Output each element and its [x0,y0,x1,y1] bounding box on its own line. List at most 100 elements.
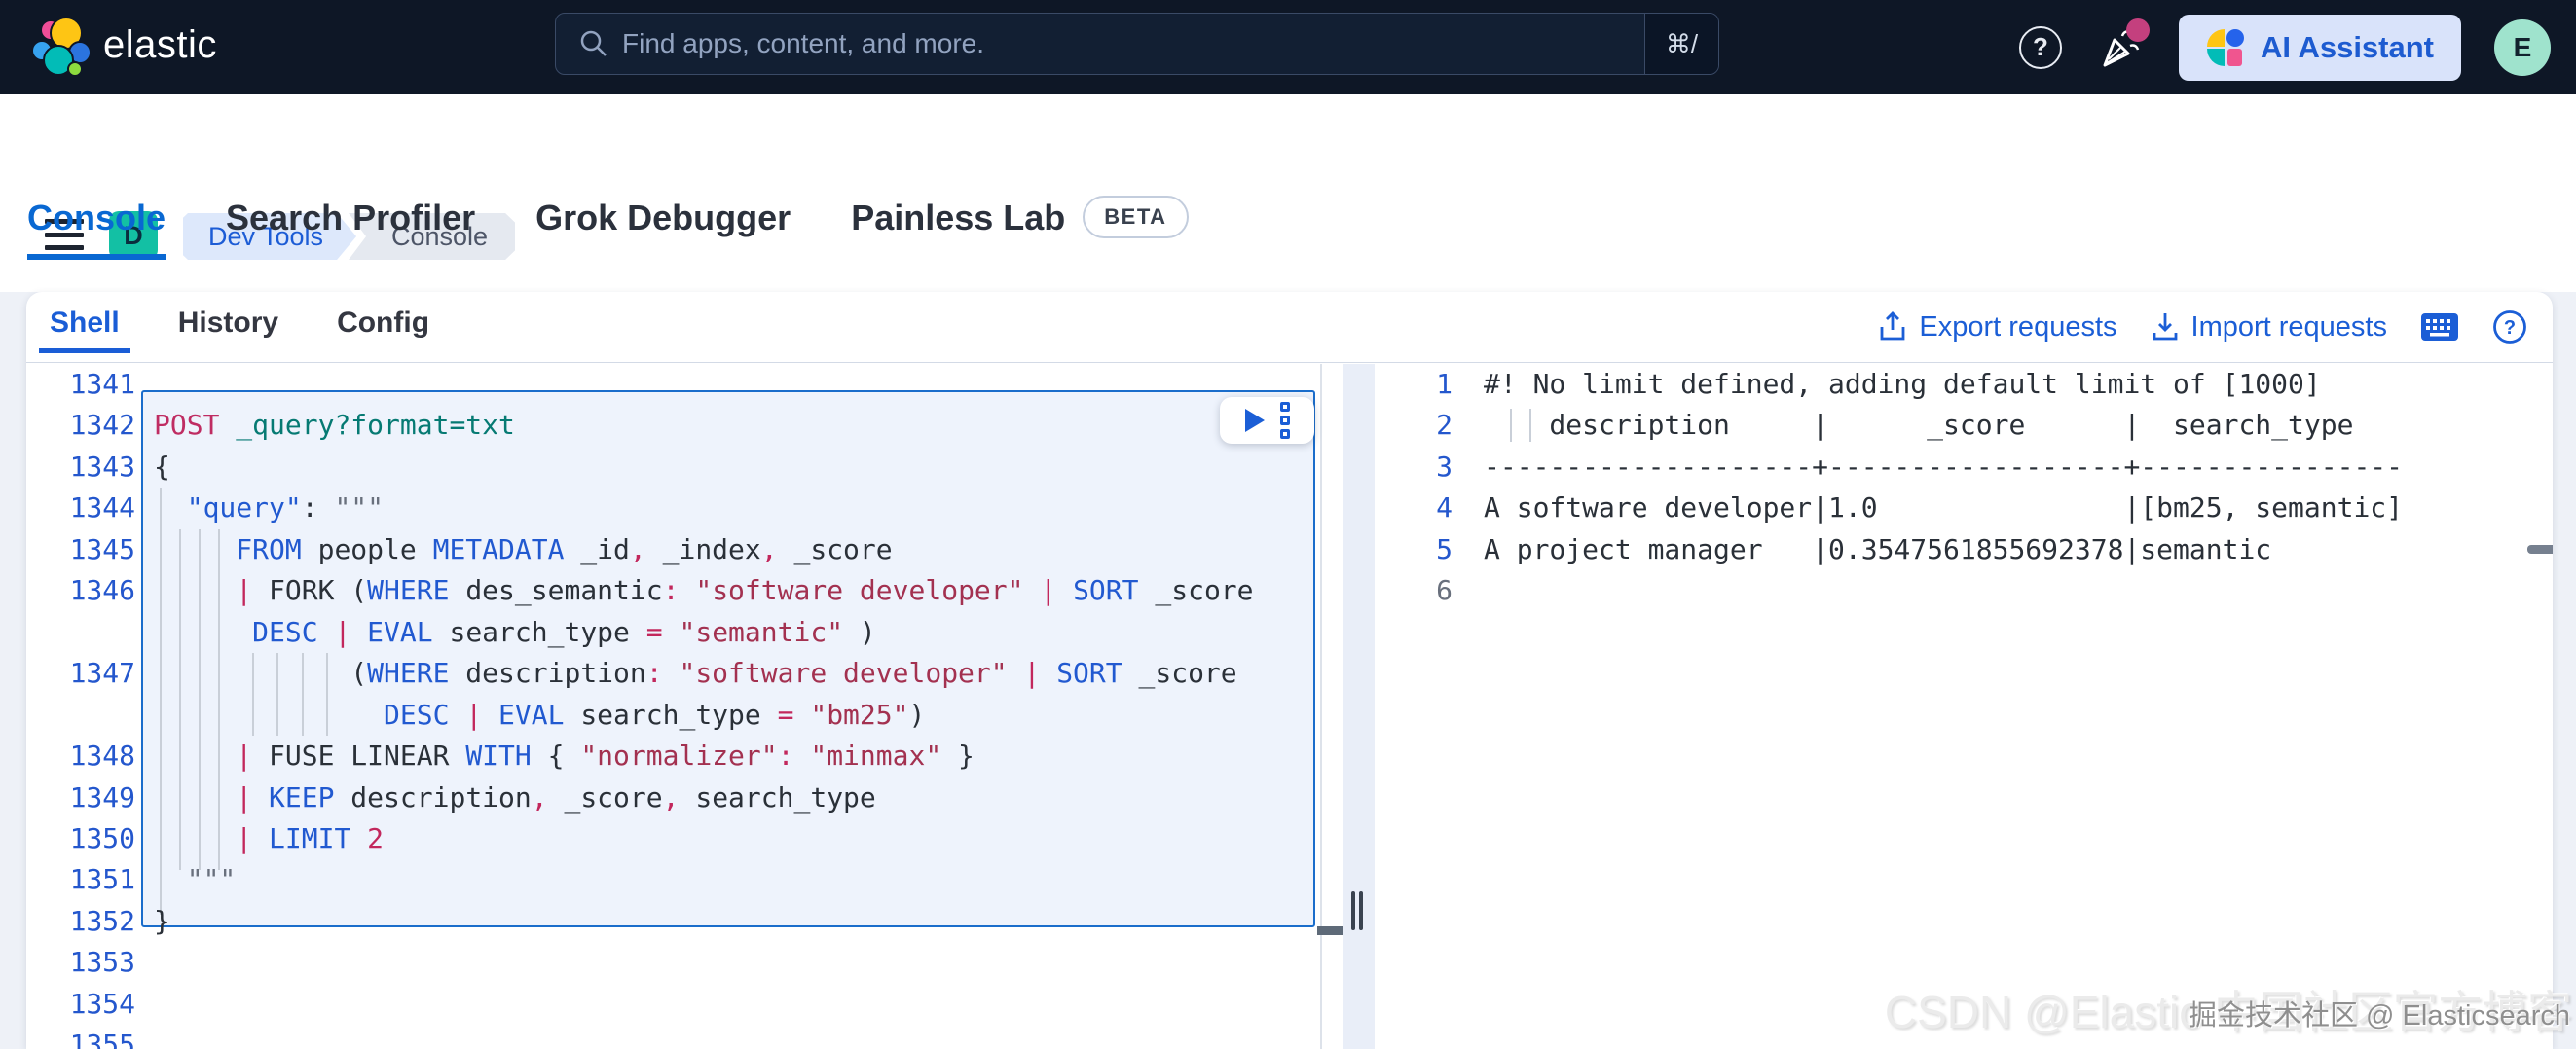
dev-tools-app-badge: D [109,211,158,260]
ai-assistant-label: AI Assistant [2260,29,2434,64]
line-number: 1345 [69,532,135,565]
selected-request-outline[interactable] [141,390,1315,927]
console-help-icon[interactable]: ? [2492,309,2527,344]
code-line[interactable]: 1346 | FORK (WHERE des_semantic: "softwa… [26,570,2553,611]
line-number: 3 [1436,450,1453,483]
line-number: 1348 [69,740,135,773]
code-line[interactable]: 1347 (WHERE description: "software devel… [26,653,2553,694]
indent-guide [160,488,162,915]
news-feed-icon[interactable] [2095,18,2150,73]
line-number: 1350 [69,821,135,854]
code-line[interactable]: 1344 "query": """ [26,488,2553,528]
line-number: 1351 [69,863,135,896]
line-number: 1342 [69,409,135,442]
indent-guide [302,653,304,736]
output-line[interactable]: 6 [26,570,2553,611]
indent-guide [1510,409,1512,442]
import-requests-button[interactable]: Import requests [2151,311,2387,344]
line-number: 1354 [69,987,135,1020]
line-number: 2 [1436,409,1453,442]
code-line[interactable]: 1343{ [26,447,2553,488]
code-line[interactable]: 1352} [26,901,2553,942]
indent-guide [179,529,181,870]
dev-tools-tabs: Console Search Profiler Grok Debugger Pa… [27,196,1189,260]
tab-painless-lab[interactable]: Painless Lab BETA [851,196,1189,260]
line-number: 1347 [69,657,135,690]
code-line[interactable]: 1349 | KEEP description, _score, search_… [26,778,2553,818]
help-icon[interactable]: ? [2018,25,2062,69]
svg-text:?: ? [2504,317,2516,339]
response-scrollbar-thumb[interactable] [2527,545,2553,554]
tab-console[interactable]: Console [27,198,166,260]
line-number: 1355 [69,1029,135,1049]
ai-assistant-icon [2206,28,2244,66]
user-avatar[interactable]: E [2494,18,2551,76]
line-number: 1344 [69,491,135,524]
line-number: 5 [1436,532,1453,565]
import-icon [2153,313,2177,341]
keyboard-shortcuts-icon[interactable] [2420,312,2459,342]
code-line[interactable]: 1348 | FUSE LINEAR WITH { "normalizer": … [26,736,2553,777]
output-line[interactable]: 3--------------------+------------------… [26,447,2553,488]
code-line[interactable]: 1351 """ [26,859,2553,900]
indent-guide [326,653,328,736]
output-line[interactable]: 2 description | _score | search_type [26,405,2553,446]
code-line[interactable]: 1353 [26,942,2553,983]
line-number: 1346 [69,574,135,607]
export-requests-label: Export requests [1919,310,2117,343]
export-icon [1881,311,1905,341]
global-search[interactable]: ⌘/ [555,13,1719,75]
line-number: 6 [1436,574,1453,607]
breadcrumb-console: Console [349,213,515,260]
code-line[interactable]: 1345 FROM people METADATA _id, _index, _… [26,529,2553,570]
tab-config[interactable]: Config [337,307,430,339]
line-number: 4 [1436,491,1453,524]
beta-badge: BETA [1083,196,1189,238]
output-line[interactable]: 1#! No limit defined, adding default lim… [26,364,2553,405]
tab-grok-debugger[interactable]: Grok Debugger [535,198,791,237]
tab-history[interactable]: History [177,307,279,339]
panel-splitter[interactable] [1343,364,1375,1049]
menu-icon[interactable] [45,219,84,250]
code-line[interactable]: 1355 [26,1025,2553,1049]
editor-divider [1320,364,1322,1049]
elastic-logo[interactable]: elastic [29,14,217,76]
code-line[interactable]: 1350 | LIMIT 2 [26,818,2553,859]
elastic-logo-text: elastic [103,22,217,66]
request-menu-icon[interactable] [1279,402,1290,439]
breadcrumb-dev-tools[interactable]: Dev Tools [183,213,356,260]
breadcrumb-bar: D Dev Tools Console [0,94,2576,260]
export-requests-button[interactable]: Export requests [1878,310,2117,344]
code-line[interactable]: 1354 [26,984,2553,1025]
elastic-logo-icon [31,17,90,76]
code-line[interactable]: 1341 [26,364,2553,405]
tab-shell[interactable]: Shell [39,307,130,353]
notification-dot [2125,18,2150,42]
tab-painless-lab-label: Painless Lab [851,198,1066,237]
code-line[interactable]: DESC | EVAL search_type = "semantic" ) [252,615,876,648]
line-number: 1341 [69,368,135,400]
indent-guide [199,529,201,870]
line-number: 1349 [69,780,135,814]
request-actions [1220,397,1314,444]
line-number: 1353 [69,946,135,979]
console-toolbar: Shell History Config Export requests [26,292,2553,363]
line-number: 1343 [69,450,135,483]
indent-guide [1529,409,1531,442]
request-resize-handle[interactable] [1317,926,1346,935]
splitter-grip-icon[interactable] [1351,891,1367,930]
search-input[interactable] [608,28,1644,59]
line-number: 1352 [69,904,135,937]
global-header: elastic ⌘/ ? [0,0,2576,94]
send-request-button[interactable] [1244,409,1265,432]
indent-guide [218,529,220,870]
search-icon [580,30,607,56]
tab-search-profiler[interactable]: Search Profiler [226,198,476,237]
ai-assistant-button[interactable]: AI Assistant [2178,14,2461,81]
code-line[interactable]: DESC | EVAL search_type = "bm25") [384,698,926,731]
